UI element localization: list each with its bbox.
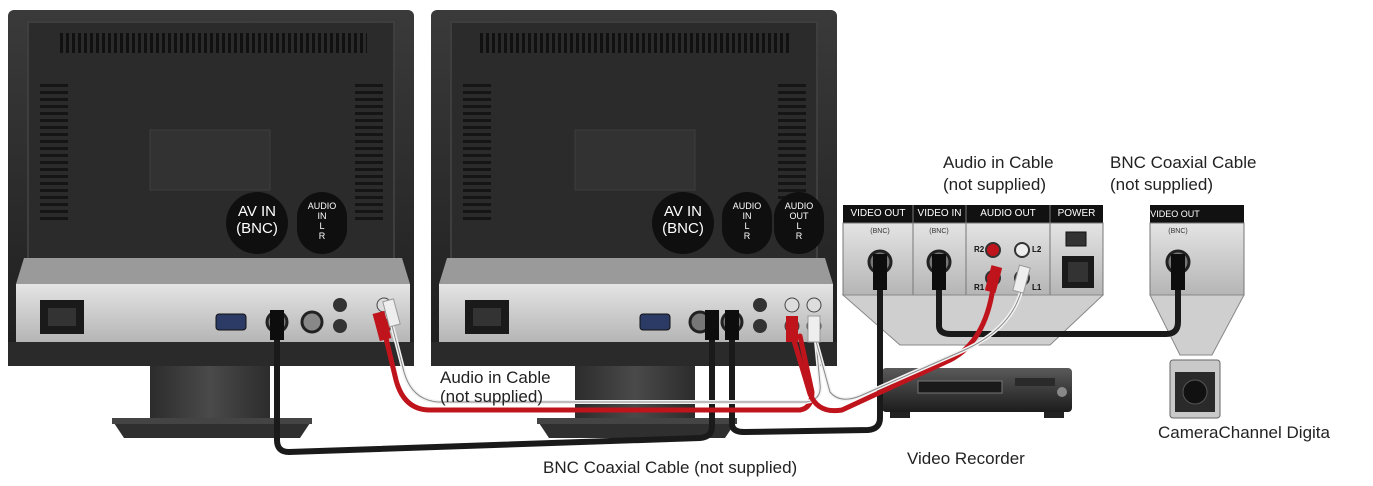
bnc-cable-camera bbox=[936, 269, 1181, 337]
label-line: (not supplied) bbox=[1110, 175, 1214, 194]
recorder-header-power: POWER bbox=[1057, 208, 1096, 219]
recorder-header-video-out: VIDEO OUT bbox=[850, 208, 906, 219]
label-bnc-cable-top: BNC Coaxial Cable (not supplied) bbox=[1110, 152, 1256, 196]
connector-plugs bbox=[270, 254, 1185, 343]
badge-line: AUDIO bbox=[784, 201, 814, 211]
camera-rear-panel bbox=[1149, 205, 1245, 419]
recorder-bnc-tag: (BNC) bbox=[870, 228, 890, 235]
monitor-1-av-in-badge: AV IN (BNC) bbox=[226, 192, 288, 254]
label-bnc-cable-bottom: BNC Coaxial Cable (not supplied) bbox=[543, 458, 798, 477]
label-audio-cable-bottom: Audio in Cable (not supplied) bbox=[440, 368, 551, 406]
label-video-recorder: Video Recorder bbox=[907, 449, 1025, 468]
monitor-2-vga-port bbox=[639, 313, 671, 331]
label-line: BNC Coaxial Cable bbox=[1110, 153, 1257, 172]
badge-line: R bbox=[795, 231, 803, 241]
port-label-r1: R1 bbox=[974, 283, 985, 292]
monitor-1 bbox=[8, 10, 414, 438]
cables bbox=[274, 269, 1181, 455]
bnc-cable-recorder bbox=[729, 269, 883, 435]
video-recorder-device bbox=[882, 368, 1072, 418]
label-line: Audio in Cable bbox=[943, 153, 1054, 172]
badge-line: IN bbox=[742, 211, 752, 221]
badge-line: R bbox=[318, 231, 326, 241]
label-audio-cable-top: Audio in Cable (not supplied) bbox=[943, 152, 1054, 196]
badge-line: L bbox=[744, 221, 750, 231]
monitor-1-vents bbox=[57, 33, 367, 53]
badge-line: AUDIO bbox=[307, 201, 337, 211]
recorder-bnc-tag: (BNC) bbox=[929, 228, 949, 235]
monitor-2-audio-in-badge: AUDIO IN L R bbox=[722, 192, 772, 254]
monitor-2-vents bbox=[479, 33, 789, 53]
monitor-1-audio-in-badge: AUDIO IN L R bbox=[297, 192, 347, 254]
badge-line: AUDIO bbox=[732, 201, 762, 211]
port-label-l1: L1 bbox=[1032, 283, 1042, 292]
label-camera: CameraChannel Digita bbox=[1158, 423, 1330, 442]
monitor-2-audio-out-badge: AUDIO OUT L R bbox=[774, 192, 824, 254]
badge-line: (BNC) bbox=[662, 220, 704, 237]
recorder-header-audio-out: AUDIO OUT bbox=[980, 208, 1036, 219]
camera-bnc-tag: (BNC) bbox=[1168, 228, 1188, 235]
label-line: Audio in Cable bbox=[440, 368, 551, 387]
monitor-2-av-in-badge: AV IN (BNC) bbox=[652, 192, 714, 254]
audio-cable-red-2 bbox=[789, 285, 996, 414]
badge-line: (BNC) bbox=[236, 220, 278, 237]
recorder-header-video-in: VIDEO IN bbox=[917, 208, 962, 219]
bnc-cable-monitors bbox=[274, 327, 715, 455]
badge-line: R bbox=[743, 231, 751, 241]
camera-header-video-out: VIDEO OUT bbox=[1150, 209, 1200, 219]
badge-line: AV IN bbox=[663, 203, 703, 220]
badge-line: L bbox=[319, 221, 325, 231]
monitor-1-vga-port bbox=[215, 313, 247, 331]
badge-line: OUT bbox=[789, 211, 809, 221]
port-label-l2: L2 bbox=[1032, 245, 1042, 254]
label-line: (not supplied) bbox=[440, 387, 544, 406]
badge-line: L bbox=[796, 221, 802, 231]
label-line: (not supplied) bbox=[943, 175, 1047, 194]
port-label-r2: R2 bbox=[974, 245, 985, 254]
badge-line: AV IN bbox=[237, 203, 277, 220]
badge-line: IN bbox=[317, 211, 327, 221]
